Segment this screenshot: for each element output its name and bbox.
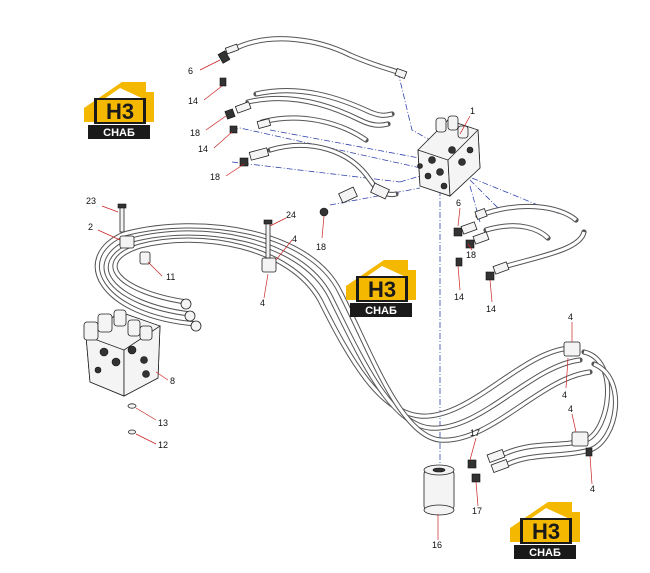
callout-18: 18 [210,172,220,182]
washer-12 [128,429,136,435]
callout-18: 18 [316,242,326,252]
hose-clamps [119,235,593,457]
brand-logo-center: CHAБ [346,260,416,317]
callout-labels: 6 14 18 14 18 1 23 2 11 24 4 4 18 6 18 1… [86,66,595,550]
callout-24: 24 [286,210,296,220]
callout-12: 12 [158,440,168,450]
callout-8: 8 [170,376,175,386]
callout-14: 14 [486,304,496,314]
bolts [117,203,273,259]
callout-13: 13 [158,418,168,428]
callout-14: 14 [188,96,198,106]
hoses [94,36,619,469]
callout-2: 2 [88,222,93,232]
brand-word: CHAБ [365,305,397,317]
fittings [180,43,510,483]
callout-17: 17 [472,506,482,516]
callout-4: 4 [562,390,567,400]
callout-4: 4 [260,298,265,308]
callout-4: 4 [568,312,573,322]
callout-11: 11 [166,272,175,282]
control-valve-block [417,115,481,197]
callout-4: 4 [568,404,573,414]
callout-17: 17 [470,428,480,438]
callout-14: 14 [454,292,464,302]
callout-14: 14 [198,144,208,154]
brand-word: CHAБ [529,547,561,559]
callout-18: 18 [466,250,476,260]
callout-23: 23 [86,196,96,206]
washer-13 [127,403,137,409]
leader-lines [97,59,593,540]
brand-word: CHAБ [103,127,135,139]
callout-6: 6 [456,198,461,208]
callout-4: 4 [292,234,297,244]
brand-logo-top-left: CHAБ [84,82,154,139]
callout-18: 18 [190,128,200,138]
callout-4: 4 [590,484,595,494]
accumulator [423,464,455,516]
callout-1: 1 [470,106,475,116]
brand-logo-bottom-right: CHAБ [510,502,580,559]
directional-valve-block [83,309,161,397]
callout-16: 16 [432,540,442,550]
callout-6: 6 [188,66,193,76]
